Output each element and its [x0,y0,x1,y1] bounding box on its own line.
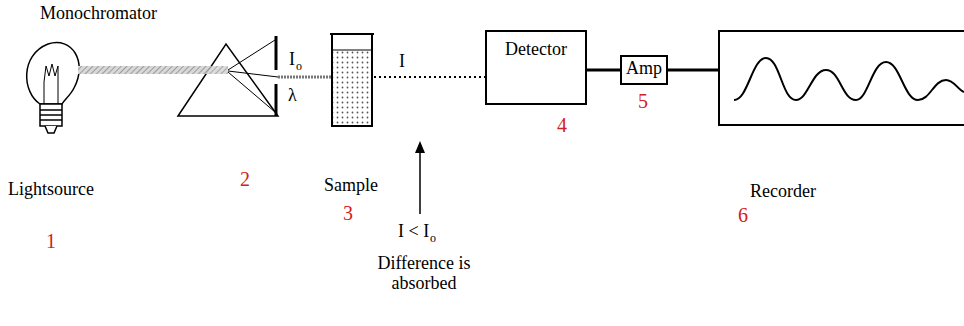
dispersed-rays [228,40,278,112]
recorder-trace [734,58,964,100]
detector-box: Detector [485,30,587,105]
part-name: Lightsource [8,180,94,200]
transmitted-beam [374,76,485,78]
node-label: Recorder [750,182,816,202]
light-beam [178,66,228,74]
amplifier-box: Amp [620,55,668,85]
light-bulb [27,43,80,133]
callout-number: 4 [557,114,567,136]
callout-number: 2 [240,168,250,190]
sample-cuvette [330,34,374,126]
node-label: Detector [493,40,579,60]
callout-number: 1 [46,230,56,252]
node-label: Amp [626,59,662,79]
prism [178,44,278,116]
pointer-arrow [415,141,425,214]
callout-number: 3 [343,202,353,224]
part-name: Sample [324,176,378,196]
signal-wire [668,69,718,72]
recorder-box: Recorder [718,30,964,126]
part-name: Monochromator [40,4,157,24]
exit-slit [275,36,278,116]
signal-name: I [399,52,405,72]
callout-number: 5 [638,90,648,112]
note-text: Difference is absorbed [372,254,476,294]
signal-wire [587,69,620,72]
signal-name: λ [288,86,297,106]
signal-subscript: o [296,60,302,73]
callout-number: 6 [738,204,748,226]
note-subscript: o [430,232,436,245]
note-text: I < I [398,222,429,242]
signal-name: I [289,50,295,70]
incident-beam [278,76,332,79]
light-beam [78,66,228,74]
